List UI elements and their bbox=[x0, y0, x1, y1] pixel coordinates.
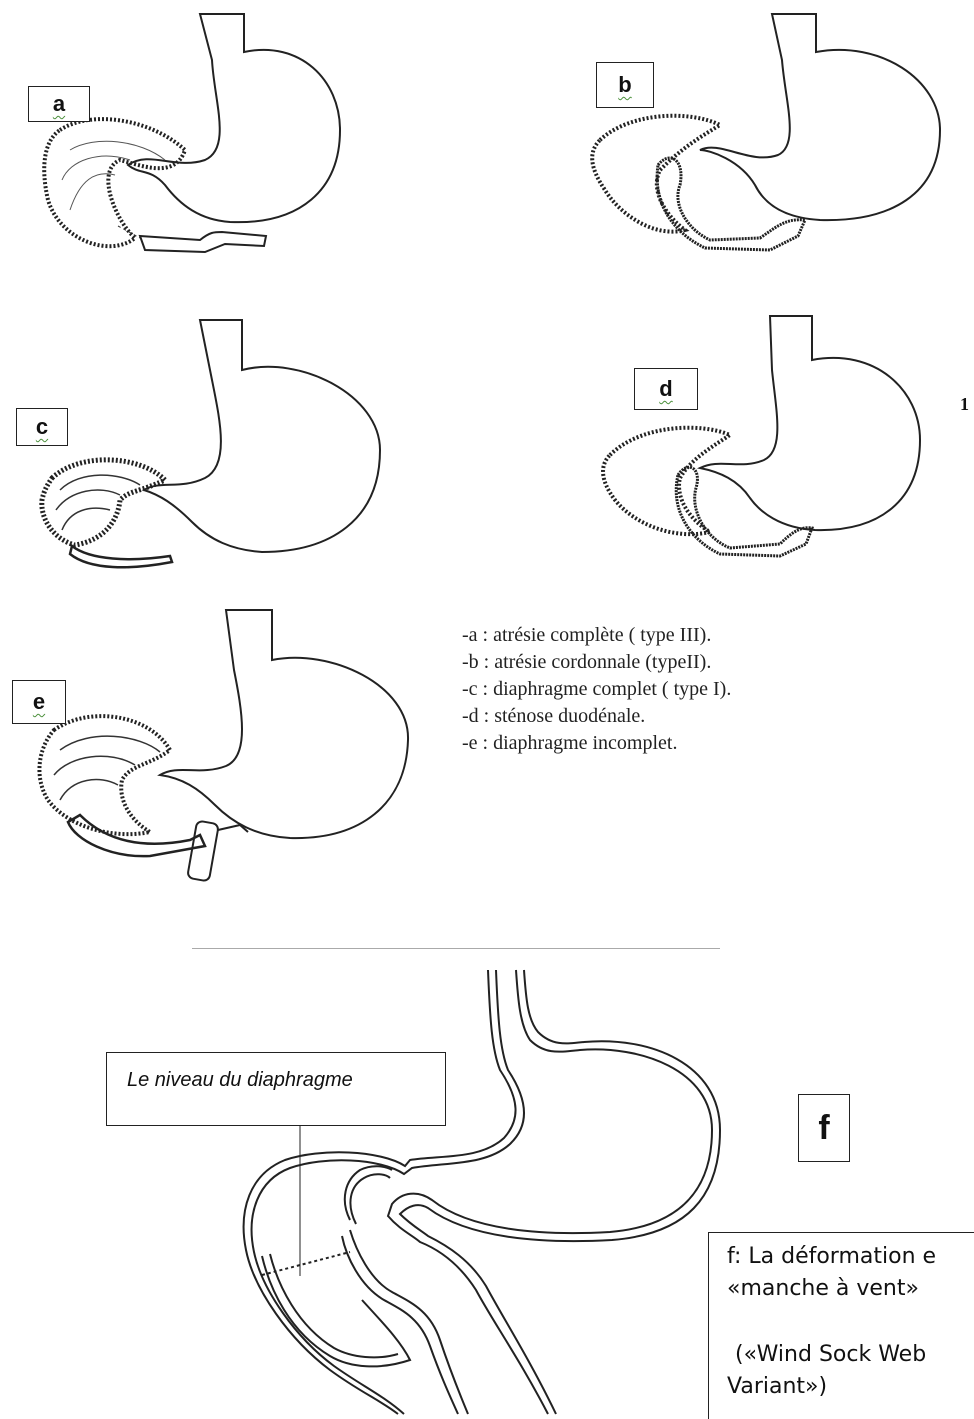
legend: -a : atrésie complète ( type III). -b : … bbox=[462, 622, 731, 757]
figure-f-caption: f: La déformation e «manche à vent» («Wi… bbox=[708, 1232, 974, 1419]
caption-line-4: Variant») bbox=[727, 1371, 827, 1403]
panel-label-f: f bbox=[798, 1094, 850, 1162]
legend-item-d: -d : sténose duodénale. bbox=[462, 703, 731, 730]
panel-label-e: e bbox=[12, 680, 66, 724]
stomach-diagram-d bbox=[580, 300, 940, 575]
panel-label-d: d bbox=[634, 368, 698, 410]
legend-item-c: -c : diaphragme complet ( type I). bbox=[462, 676, 731, 703]
stomach-diagram-a bbox=[0, 0, 340, 275]
panel-label-b: b bbox=[596, 62, 654, 108]
legend-item-b: -b : atrésie cordonnale (typeII). bbox=[462, 649, 731, 676]
caption-line-2: «manche à vent» bbox=[727, 1273, 919, 1305]
caption-line-1: f: La déformation e bbox=[727, 1241, 936, 1273]
stomach-diagram-f bbox=[0, 960, 720, 1419]
caption-line-3: («Wind Sock Web bbox=[735, 1339, 926, 1371]
diaphragm-level-label: Le niveau du diaphragme bbox=[106, 1052, 446, 1126]
legend-item-e: -e : diaphragme incomplet. bbox=[462, 730, 731, 757]
panel-label-a: a bbox=[28, 86, 90, 122]
stomach-diagram-e bbox=[0, 600, 420, 895]
panel-label-c: c bbox=[16, 408, 68, 446]
section-divider bbox=[192, 948, 720, 949]
stray-mark: 1 bbox=[960, 394, 969, 415]
legend-item-a: -a : atrésie complète ( type III). bbox=[462, 622, 731, 649]
stomach-diagram-b bbox=[560, 0, 960, 275]
